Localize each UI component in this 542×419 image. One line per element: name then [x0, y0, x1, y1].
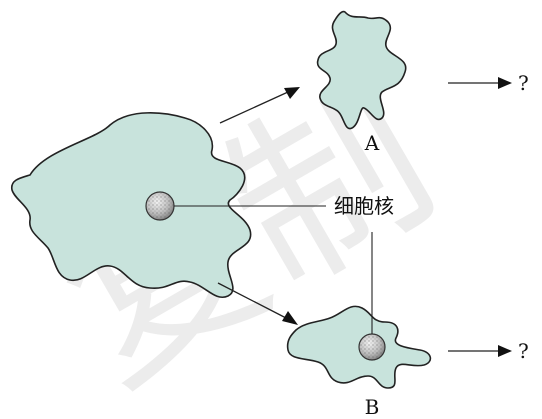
arrow-b-to-question [448, 345, 512, 357]
parent-nucleus-texture [147, 193, 173, 219]
question-mark-b: ? [518, 339, 529, 363]
b-nucleus-texture [360, 335, 384, 359]
amoeba-a [316, 10, 407, 130]
arrow-a-to-question [448, 77, 512, 89]
arrow-to-b [217, 282, 298, 325]
question-mark-a: ? [518, 71, 529, 95]
label-a: A [364, 131, 380, 155]
label-nucleus: 细胞核 [334, 194, 394, 218]
parent-amoeba [10, 112, 252, 299]
label-b: B [365, 395, 380, 419]
arrow-to-a [219, 87, 300, 124]
